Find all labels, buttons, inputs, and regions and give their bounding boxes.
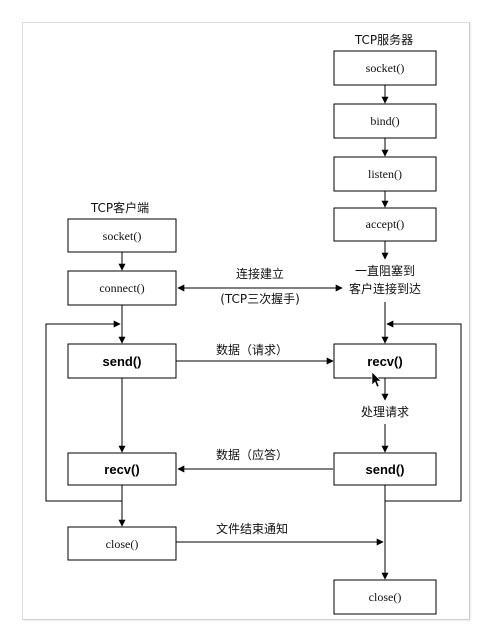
block-note-line1: 一直阻塞到 [355, 263, 415, 278]
client-close-box: close() [67, 526, 177, 561]
client-socket-box: socket() [67, 218, 177, 253]
client-connect-box: connect() [67, 270, 177, 306]
server-close-label: close() [369, 590, 402, 604]
server-send-label: send() [366, 462, 405, 477]
server-loop-line [384, 320, 462, 502]
client-title: TCP客户端 [90, 200, 149, 215]
client-connect-label: connect() [99, 281, 144, 295]
server-close-box: close() [333, 579, 437, 615]
server-title: TCP服务器 [354, 32, 413, 47]
request-label: 数据（请求） [216, 342, 288, 357]
server-send-box: send() [333, 452, 437, 486]
response-label: 数据（应答） [216, 447, 288, 462]
server-bind-label: bind() [370, 114, 399, 128]
server-recv-box: recv() [333, 343, 437, 379]
eof-label: 文件结束通知 [216, 521, 288, 536]
connection-label-line1: 连接建立 [236, 266, 284, 281]
client-recv-box: recv() [67, 452, 177, 486]
server-accept-box: accept() [333, 207, 437, 242]
server-socket-box: socket() [333, 50, 437, 86]
server-recv-label: recv() [367, 354, 402, 369]
server-listen-label: listen() [368, 167, 402, 181]
mouse-cursor-icon [371, 371, 382, 388]
server-socket-label: socket() [366, 61, 405, 75]
client-socket-label: socket() [103, 229, 142, 243]
block-note-line2: 客户连接到达 [349, 281, 421, 296]
server-accept-label: accept() [366, 217, 405, 231]
process-request-label: 处理请求 [361, 405, 409, 419]
client-close-label: close() [106, 537, 139, 551]
server-listen-box: listen() [333, 156, 437, 192]
connection-label-line2: (TCP三次握手) [220, 291, 300, 306]
client-recv-label: recv() [104, 462, 139, 477]
client-send-label: send() [103, 354, 142, 369]
client-loop-line [45, 320, 123, 502]
client-send-box: send() [67, 343, 177, 379]
server-bind-box: bind() [333, 103, 437, 139]
